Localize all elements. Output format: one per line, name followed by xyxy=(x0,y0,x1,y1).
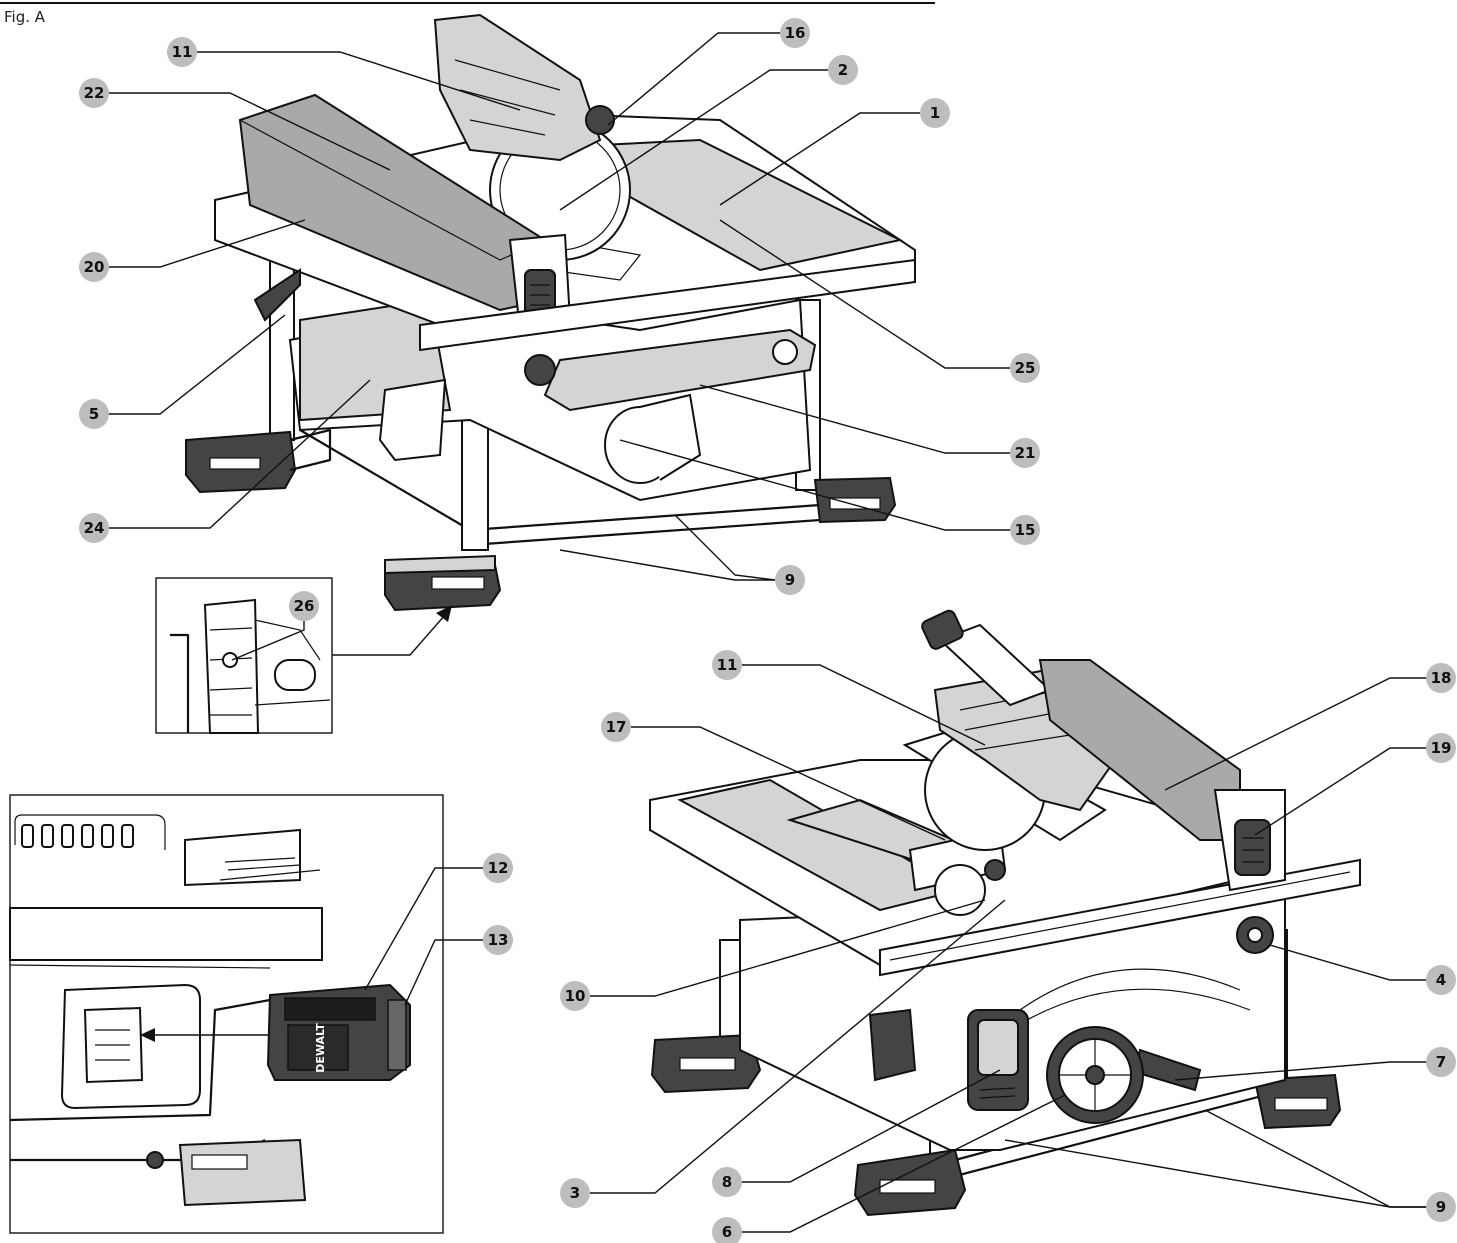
callout-6: 6 xyxy=(712,1217,742,1243)
callout-12-label: 12 xyxy=(488,859,509,877)
callout-11-bottom-label: 11 xyxy=(717,656,738,674)
callout-4-label: 4 xyxy=(1436,971,1446,989)
callout-11-top: 11 xyxy=(167,37,197,67)
callout-15: 15 xyxy=(1010,515,1040,545)
callout-7-label: 7 xyxy=(1436,1053,1446,1071)
blade-guard xyxy=(433,13,602,162)
callout-3-label: 3 xyxy=(570,1184,580,1202)
wrench xyxy=(543,328,817,412)
callout-21-label: 21 xyxy=(1015,444,1036,462)
callout-19-label: 19 xyxy=(1431,739,1452,757)
callout-8-label: 8 xyxy=(722,1173,732,1191)
callout-17: 17 xyxy=(601,712,631,742)
figure-label: Fig. A xyxy=(4,8,46,26)
callout-11-top-label: 11 xyxy=(172,43,193,61)
callout-13-label: 13 xyxy=(488,931,509,949)
callout-4: 4 xyxy=(1426,965,1456,995)
callout-11-bottom: 11 xyxy=(712,650,742,680)
battery-pack: DEWALT xyxy=(266,983,411,1081)
callout-20-label: 20 xyxy=(84,258,105,276)
callout-8: 8 xyxy=(712,1167,742,1197)
callout-1: 1 xyxy=(920,98,950,128)
callout-3: 3 xyxy=(560,1178,590,1208)
callout-24: 24 xyxy=(79,513,109,543)
callout-13: 13 xyxy=(483,925,513,955)
callout-25: 25 xyxy=(1010,353,1040,383)
callout-16-label: 16 xyxy=(785,24,806,42)
callout-15-label: 15 xyxy=(1015,521,1036,539)
callout-18: 18 xyxy=(1426,663,1456,693)
callout-25-label: 25 xyxy=(1015,359,1036,377)
callout-17-label: 17 xyxy=(606,718,627,736)
callout-9-bottom: 9 xyxy=(1426,1192,1456,1222)
battery-brand-mark: DEWALT xyxy=(314,1023,327,1073)
callout-9-top: 9 xyxy=(775,565,805,595)
saw-front-view xyxy=(649,609,1361,1217)
saw-top-view xyxy=(185,13,916,612)
callout-1-label: 1 xyxy=(930,104,940,122)
callout-2-label: 2 xyxy=(838,61,848,79)
callout-19: 19 xyxy=(1426,733,1456,763)
callout-10-label: 10 xyxy=(565,987,586,1005)
leader-lines xyxy=(94,32,1442,1233)
callout-26-label: 26 xyxy=(294,597,315,615)
callout-22: 22 xyxy=(79,78,109,108)
callout-5: 5 xyxy=(79,399,109,429)
callout-16: 16 xyxy=(780,18,810,48)
callout-18-label: 18 xyxy=(1431,669,1452,687)
battery-inset: DEWALT xyxy=(9,794,444,1234)
callout-12: 12 xyxy=(483,853,513,883)
callout-9-top-label: 9 xyxy=(785,571,795,589)
callout-26: 26 xyxy=(289,591,319,621)
callout-2: 2 xyxy=(828,55,858,85)
callout-22-label: 22 xyxy=(84,84,105,102)
callout-7: 7 xyxy=(1426,1047,1456,1077)
callout-20: 20 xyxy=(79,252,109,282)
callout-21: 21 xyxy=(1010,438,1040,468)
callout-5-label: 5 xyxy=(89,405,99,423)
callout-24-label: 24 xyxy=(84,519,105,537)
callout-10: 10 xyxy=(560,981,590,1011)
callout-9-bottom-label: 9 xyxy=(1436,1198,1446,1216)
callout-6-label: 6 xyxy=(722,1223,732,1241)
